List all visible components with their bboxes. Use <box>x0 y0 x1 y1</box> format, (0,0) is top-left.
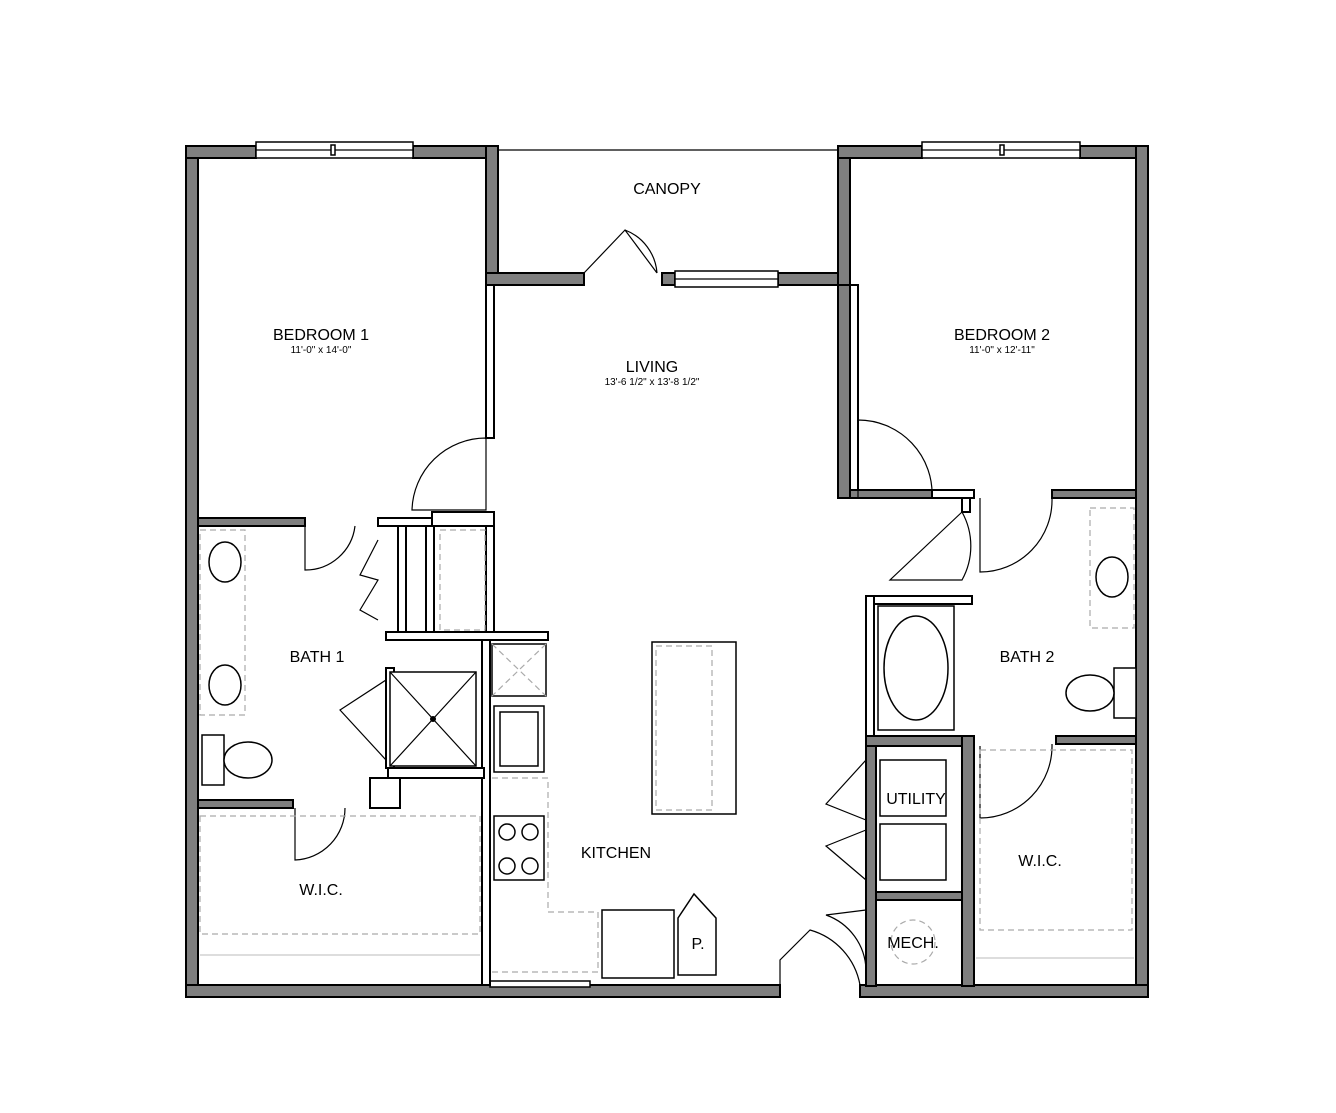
bath2-label: BATH 2 <box>1000 649 1055 666</box>
living-label: LIVING <box>626 359 678 376</box>
mech-label: MECH. <box>887 935 939 952</box>
bedroom1-dims: 11'-0" x 14'-0" <box>291 345 352 356</box>
exterior-walls <box>185 145 1149 998</box>
wic1-label: W.I.C. <box>299 882 343 899</box>
windows <box>255 141 1081 988</box>
pantry-label: P. <box>691 936 704 953</box>
kitchen-label: KITCHEN <box>581 845 651 862</box>
doors <box>294 229 1053 997</box>
bedroom2-dims: 11'-0" x 12'-11" <box>969 345 1035 356</box>
bedroom2-label: BEDROOM 2 <box>954 327 1050 344</box>
utility-label: UTILITY <box>886 791 946 808</box>
interior-walls <box>197 284 1137 987</box>
living-dims: 13'-6 1/2" x 13'-8 1/2" <box>605 377 700 388</box>
bath1-label: BATH 1 <box>290 649 345 666</box>
wic2-label: W.I.C. <box>1018 853 1062 870</box>
canopy-label: CANOPY <box>633 181 701 198</box>
fixtures <box>199 507 1137 979</box>
bedroom1-label: BEDROOM 1 <box>273 327 369 344</box>
